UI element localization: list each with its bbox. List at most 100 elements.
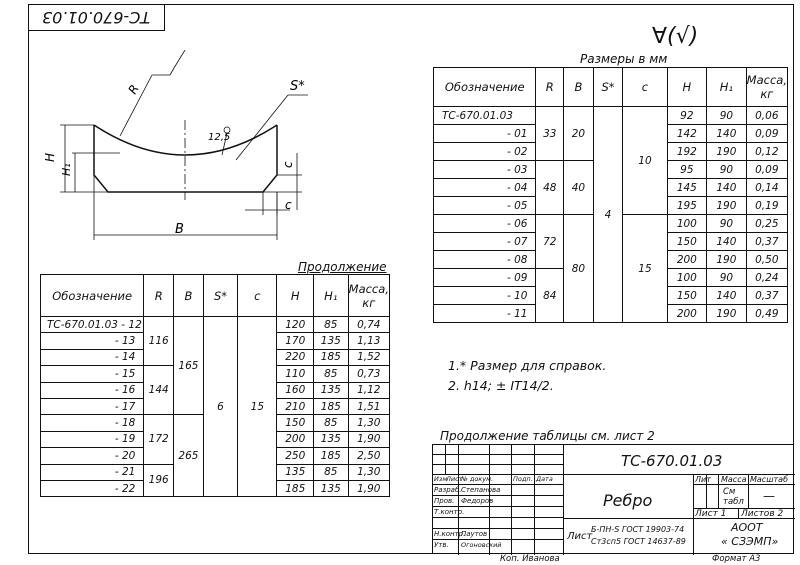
- cell-H: 250: [276, 447, 315, 465]
- col-date: Дата: [536, 475, 553, 483]
- cell-H1: 90: [706, 106, 747, 125]
- title-part-name: Ребро: [603, 491, 653, 510]
- role-appr: Утв.: [434, 541, 449, 549]
- title-block: ТС-670.01.03 Ребро Лит Масса Масштаб См …: [432, 444, 795, 555]
- header-c: c: [622, 67, 668, 107]
- cell-mass: 0,50: [745, 250, 789, 269]
- sizes-table-continuation: Обозначение R B S* c H H₁ Масса, кг ТС-6…: [39, 274, 391, 498]
- cell-H1: 85: [313, 365, 349, 383]
- S-value: 6: [202, 315, 239, 498]
- scale-header: Масштаб: [750, 475, 789, 484]
- table-row-designation: - 17: [39, 397, 145, 416]
- label-H1: H₁: [60, 163, 73, 176]
- title-doc-number: ТС-670.01.03: [621, 452, 723, 470]
- cell-mass: 0,06: [745, 106, 789, 125]
- material-line-2: Ст3сп5 ГОСТ 14637-89: [591, 537, 686, 546]
- sizes-table-main: Обозначение R B S* c H H₁ Масса, кг ТС-6…: [432, 67, 789, 323]
- table-row-designation: - 08: [432, 250, 537, 269]
- R-group: 72: [535, 214, 565, 269]
- c-value: 15: [237, 315, 278, 498]
- name-ncontr: Паутов: [461, 530, 488, 538]
- cell-H1: 140: [706, 124, 747, 143]
- table-row-designation: - 03: [432, 160, 537, 179]
- cell-mass: 0,09: [745, 124, 789, 143]
- cell-mass: 1,30: [347, 463, 391, 481]
- table-row-designation: - 20: [39, 447, 145, 465]
- label-B: B: [175, 222, 184, 237]
- lit-header: Лит: [695, 475, 711, 484]
- sheet-number: Лист 1: [695, 509, 727, 519]
- header-designation: Обозначение: [39, 274, 145, 317]
- cell-H1: 185: [313, 348, 349, 367]
- cell-H1: 185: [313, 447, 349, 465]
- R-group: 144: [143, 365, 175, 416]
- cell-H1: 140: [706, 232, 747, 251]
- B-group: 40: [563, 160, 594, 215]
- R-group: 84: [535, 268, 565, 323]
- cell-H: 200: [276, 430, 315, 449]
- cell-H: 120: [276, 315, 315, 334]
- cell-H1: 90: [706, 268, 747, 287]
- c-group: 15: [622, 214, 668, 323]
- header-c: c: [237, 274, 278, 317]
- label-radius: 12,5: [208, 132, 230, 143]
- cell-mass: 0,37: [745, 232, 789, 251]
- org-line-2: « СЗЭМП»: [721, 535, 779, 548]
- org-line-1: АООТ: [731, 521, 763, 534]
- cell-H: 100: [666, 268, 708, 287]
- table-row-designation: - 06: [432, 214, 537, 233]
- cell-H1: 135: [313, 381, 349, 399]
- cell-H: 150: [276, 414, 315, 432]
- material-line-1: Б-ПН-S ГОСТ 19903-74: [591, 525, 685, 534]
- cell-H1: 90: [706, 160, 747, 179]
- header-H1: H₁: [706, 67, 747, 107]
- cell-H1: 190: [706, 304, 747, 323]
- cell-mass: 0,74: [347, 315, 391, 334]
- cell-mass: 0,73: [347, 365, 391, 383]
- label-R: R: [125, 82, 141, 96]
- B-group: 80: [563, 214, 594, 323]
- cell-H: 200: [666, 304, 708, 323]
- sheets-count: Листов 2: [741, 509, 784, 519]
- cell-H1: 135: [313, 479, 349, 498]
- table-row-designation: - 01: [432, 124, 537, 143]
- rotated-drawing-number: ТС-670.01.03: [28, 4, 165, 31]
- note-1: 1.* Размер для справок.: [448, 358, 607, 373]
- cell-mass: 0,14: [745, 178, 789, 197]
- cell-mass: 1,13: [347, 332, 391, 350]
- table-row-designation: - 14: [39, 348, 145, 367]
- cell-mass: 1,90: [347, 479, 391, 498]
- cell-H1: 140: [706, 286, 747, 305]
- part-drawing: R S* H H₁ c c B 12,5: [43, 50, 308, 240]
- cell-H: 92: [666, 106, 708, 125]
- name-appr: Огоновский: [461, 541, 502, 549]
- cell-mass: 0,19: [745, 196, 789, 215]
- header-mass: Масса, кг: [745, 67, 789, 107]
- cell-mass: 0,25: [745, 214, 789, 233]
- table-row-designation: ТС-670.01.03 - 12: [39, 315, 145, 334]
- cell-H1: 135: [313, 332, 349, 350]
- material-label: Лист: [567, 531, 593, 542]
- label-c2: c: [285, 198, 292, 212]
- table-row-designation: ТС-670.01.03: [432, 106, 537, 125]
- table-row-designation: - 05: [432, 196, 537, 215]
- mass-value: См табл: [723, 487, 744, 507]
- cell-mass: 1,12: [347, 381, 391, 399]
- cell-H1: 85: [313, 463, 349, 481]
- R-group: 33: [535, 106, 565, 161]
- cell-mass: 0,09: [745, 160, 789, 179]
- R-group: 196: [143, 463, 175, 498]
- R-group: 172: [143, 414, 175, 465]
- table-row-designation: - 18: [39, 414, 145, 432]
- cell-H1: 90: [706, 214, 747, 233]
- label-S: S*: [290, 79, 305, 94]
- c-group: 10: [622, 106, 668, 215]
- cell-mass: 0,12: [745, 142, 789, 161]
- cell-H: 160: [276, 381, 315, 399]
- col-sign: Подп.: [513, 475, 533, 483]
- mass-header: Масса: [721, 475, 747, 484]
- cell-H: 135: [276, 463, 315, 481]
- table-row-designation: - 09: [432, 268, 537, 287]
- header-R: R: [535, 67, 565, 107]
